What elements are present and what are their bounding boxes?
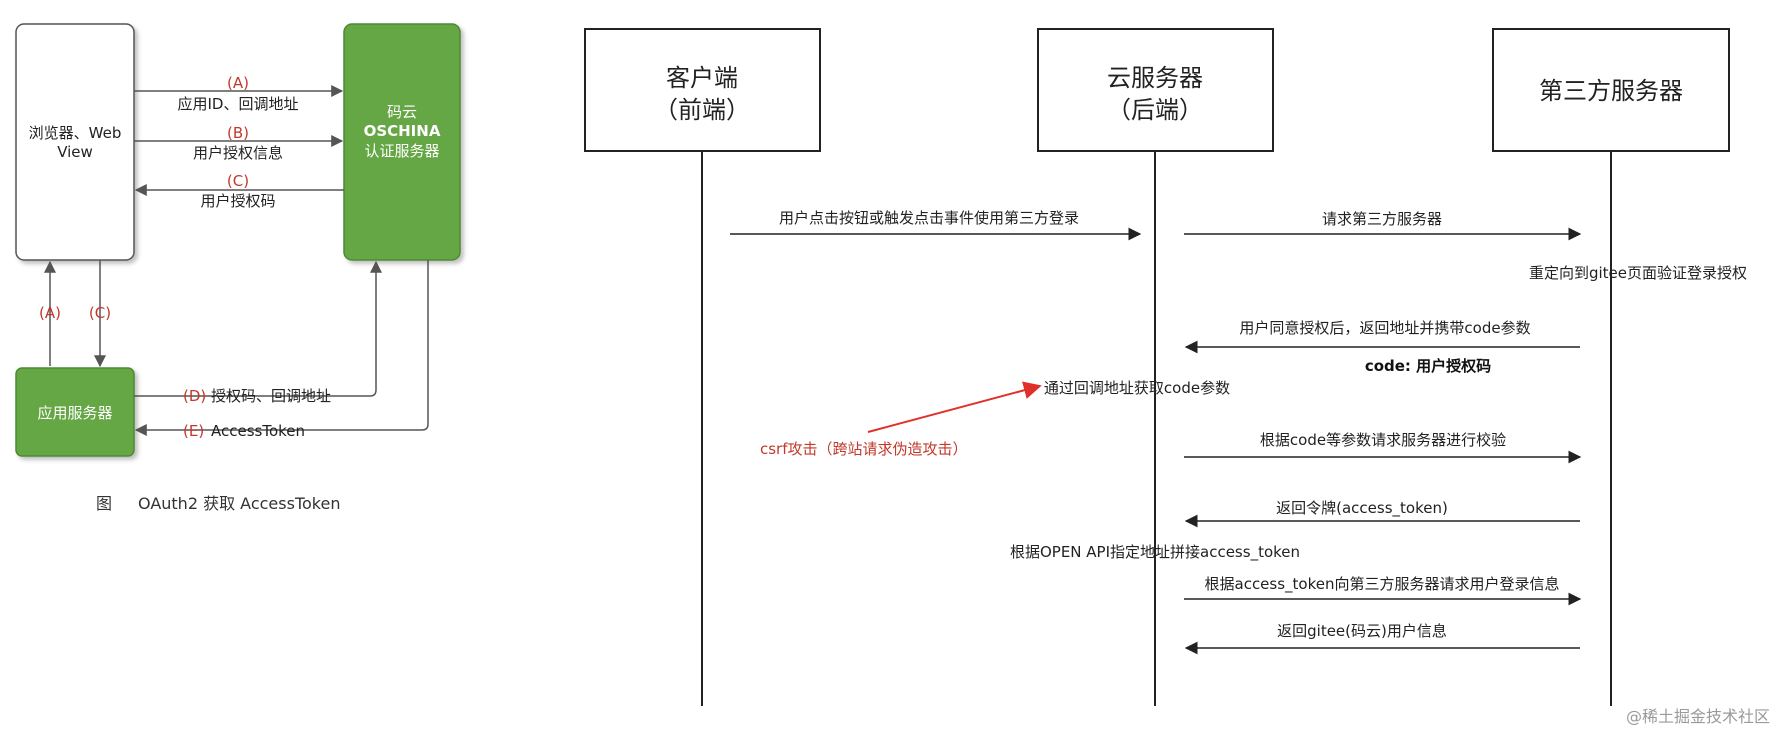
edge-vertical-c: (C) [89,260,111,368]
message-2-label: 请求第三方服务器 [1322,210,1442,228]
watermark: @稀土掘金技术社区 [1626,707,1770,726]
participant-cloud-server: 云服务器 （后端） [1037,28,1274,152]
participant-third-label: 第三方服务器 [1539,77,1683,105]
message-9-label: 根据access_token向第三方服务器请求用户登录信息 [1205,575,1560,594]
auth-server-label-line1: 码云 [387,103,417,121]
message-8-label: 根据OPEN API指定地址拼接access_token [1010,543,1300,562]
message-5-label: 通过回调地址获取code参数 [1044,379,1230,397]
browser-label-line1: 浏览器、Web [29,124,122,142]
app-server-label: 应用服务器 [37,404,112,422]
message-10-label: 返回gitee(码云)用户信息 [1277,622,1447,640]
message-1: 用户点击按钮或触发点击事件使用第三方登录 [730,209,1142,241]
figure-caption-prefix: 图 [96,494,112,513]
auth-server-label-line3: 认证服务器 [364,142,439,160]
edge-d: (D) 授权码、回调地址 [134,260,382,405]
participant-third-party-server: 第三方服务器 [1492,28,1730,152]
figure-caption: OAuth2 获取 AccessToken [138,494,340,513]
edge-b-tag: (B) [227,124,249,142]
edge-a-text: 应用ID、回调地址 [178,95,299,113]
message-1-label: 用户点击按钮或触发点击事件使用第三方登录 [779,209,1079,227]
edge-c-text: 用户授权码 [200,192,275,210]
edge-e-tag: (E) [183,422,204,440]
edge-vertical-c-tag: (C) [89,304,111,322]
message-4-label: 用户同意授权后，返回地址并携带code参数 [1239,319,1530,337]
edge-e: (E) AccessToken [134,260,429,440]
edge-c: (C) 用户授权码 [134,172,344,210]
browser-label-line2: View [57,143,93,161]
message-6: 根据code等参数请求服务器进行校验 [1184,431,1582,464]
auth-server-label-line2: OSCHINA [364,122,441,140]
edge-a: (A) 应用ID、回调地址 [134,74,344,113]
message-2: 请求第三方服务器 [1184,210,1582,241]
edge-b: (B) 用户授权信息 [134,124,344,162]
auth-server-node: 码云 OSCHINA 认证服务器 [343,23,461,261]
message-3-label: 重定向到gitee页面验证登录授权 [1529,264,1747,282]
participant-cloud-line1: 云服务器 [1107,64,1203,92]
message-4-note: code: 用户授权码 [1365,357,1491,375]
participant-client-line2: （前端） [654,96,750,124]
csrf-label: csrf攻击（跨站请求伪造攻击） [760,440,968,458]
sequence-diagram: 客户端 （前端） 云服务器 （后端） 第三方服务器 用户点击按钮或触发点击事件使… [584,28,1747,706]
message-4: 用户同意授权后，返回地址并携带code参数 code: 用户授权码 [1184,319,1580,375]
message-7: 返回令牌(access_token) [1184,499,1580,528]
browser-node: 浏览器、Web View [15,23,135,261]
message-10: 返回gitee(码云)用户信息 [1184,622,1580,655]
edge-b-text: 用户授权信息 [193,144,283,162]
message-6-label: 根据code等参数请求服务器进行校验 [1260,431,1506,449]
edge-d-tag: (D) [183,387,206,405]
message-7-label: 返回令牌(access_token) [1276,499,1448,518]
app-server-node: 应用服务器 [15,367,135,457]
csrf-annotation: csrf攻击（跨站请求伪造攻击） [760,381,1042,458]
participant-client-line1: 客户端 [666,64,738,92]
edge-c-tag: (C) [227,172,249,190]
message-9: 根据access_token向第三方服务器请求用户登录信息 [1184,575,1582,606]
oauth-flow-diagram: 浏览器、Web View 码云 OSCHINA 认证服务器 应用服务器 (A) … [15,23,461,513]
edge-e-text: AccessToken [211,422,305,440]
edge-a-tag: (A) [227,74,249,92]
edge-vertical-a-tag: (A) [39,304,61,322]
edge-vertical-a: (A) [39,260,61,366]
participant-client: 客户端 （前端） [584,28,821,152]
participant-cloud-line2: （后端） [1107,96,1203,124]
edge-d-text: 授权码、回调地址 [211,387,331,405]
